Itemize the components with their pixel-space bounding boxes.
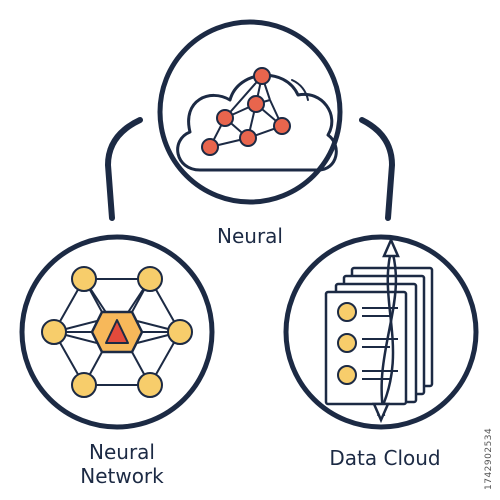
node-left-label: Neural Network [80,440,164,488]
connector-top-left [104,117,143,221]
dna-helix-icon [372,236,400,424]
node-right-label: Data Cloud [329,446,441,470]
network-node [167,319,193,345]
network-node [41,319,67,345]
arrow-down-icon [372,402,390,424]
network-node [137,372,163,398]
node-top-circle [157,19,343,205]
cloud-node [216,109,234,127]
cloud-node [273,117,291,135]
document-bullets [337,302,357,385]
network-node [71,372,97,398]
bullet-dot [337,302,357,322]
arrow-up-icon [382,236,400,258]
neural-cloud-icon [176,67,338,172]
connector-top-right [359,117,396,221]
cloud-shine [291,79,309,101]
node-left [19,234,215,430]
network-nodes [201,67,291,156]
warning-triangle-icon [105,319,129,344]
cloud-node [253,67,271,85]
cloud-node [201,138,219,156]
stock-id-watermark: 1742902534 [484,427,494,490]
network-node [71,266,97,292]
cloud-node [239,129,257,147]
node-top [157,19,343,205]
node-right [283,234,479,430]
hexagon-nodes [41,266,193,398]
data-documents-icon [324,236,434,424]
network-node [137,266,163,292]
neural-network-hexagon-icon [41,266,193,398]
bullet-dot [337,333,357,353]
cloud-node [247,95,265,113]
node-top-label: Neural [217,224,283,248]
bullet-dot [337,365,357,385]
